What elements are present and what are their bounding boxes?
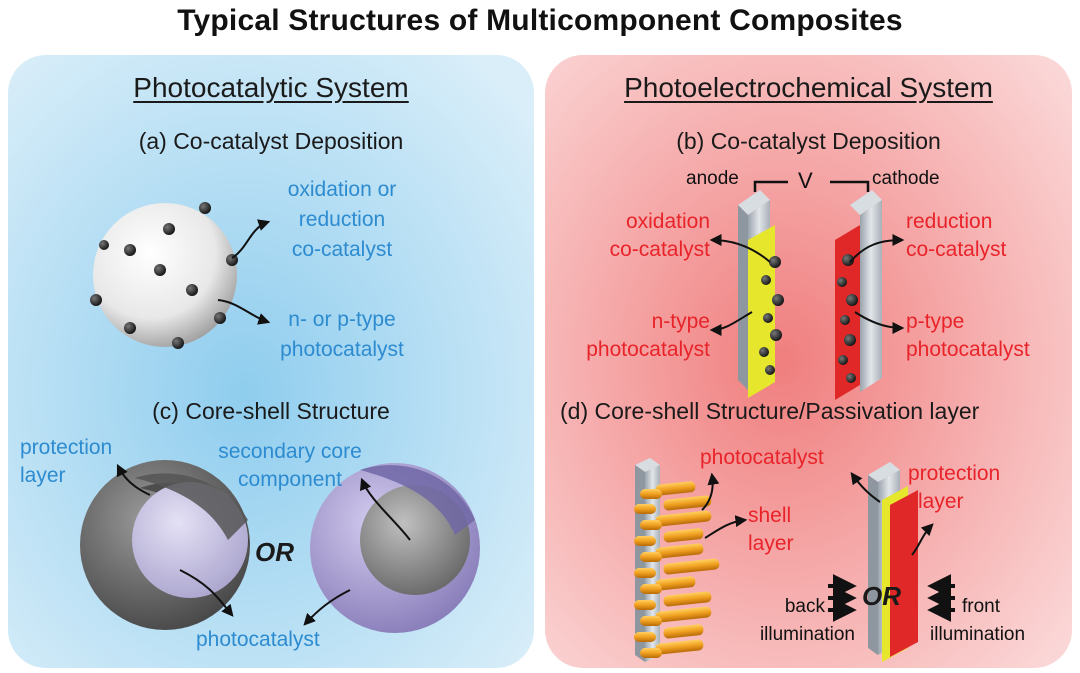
nanorod — [640, 648, 662, 658]
arrow-photocatalyst-d — [701, 472, 720, 511]
oxidation-label-2: co-catalyst — [609, 238, 710, 261]
shell-label-2: layer — [748, 532, 794, 555]
anode-label: anode — [686, 168, 739, 189]
photocatalytic-title: Photocatalytic System — [133, 72, 409, 103]
nanorod — [663, 495, 712, 511]
arrow-shell-layer — [704, 515, 748, 539]
panel-b-title: (b) Co-catalyst Deposition — [676, 128, 941, 154]
voltage-wire — [753, 180, 788, 192]
back-illumination-arrows — [828, 574, 857, 622]
panel-c-title: (c) Core-shell Structure — [152, 398, 390, 424]
voltage-wire-right — [830, 180, 870, 192]
panel-d-title: (d) Core-shell Structure/Passivation lay… — [560, 398, 980, 424]
or-label-d: OR — [862, 581, 901, 611]
protection-label-2: layer — [20, 464, 66, 487]
nanorod — [655, 481, 696, 496]
nanorod — [640, 616, 662, 626]
voltage-label: V — [798, 168, 813, 193]
arrow-to-protection — [116, 463, 151, 496]
front-label-2: illumination — [930, 624, 1026, 645]
nanorod — [663, 591, 712, 607]
front-illumination-arrows — [927, 574, 955, 622]
nanorod — [655, 510, 712, 527]
secondary-label-2: component — [238, 468, 342, 491]
photocatalyst-label-a1: n- or p-type — [288, 308, 396, 331]
arrow-p-type — [854, 311, 905, 334]
nanorod — [634, 536, 656, 546]
arrow-oxidation — [709, 234, 771, 263]
or-label-c: OR — [255, 537, 294, 567]
nanorod-electrode — [635, 458, 660, 662]
arrow-to-secondary — [360, 477, 411, 541]
nanorod — [640, 489, 662, 499]
passivated-electrode — [868, 462, 918, 662]
back-label-1: back — [784, 596, 825, 617]
arrow-to-photocatalyst-a — [217, 299, 271, 325]
front-label-1: front — [962, 596, 1001, 617]
cocatalyst-label-3: co-catalyst — [291, 238, 393, 261]
arrow-reduction — [849, 234, 905, 263]
reduction-label-2: co-catalyst — [906, 238, 1007, 261]
photoelectrochemical-title: Photoelectrochemical System — [624, 72, 993, 103]
nanorod — [663, 624, 704, 639]
secondary-label-1: secondary core — [218, 440, 362, 463]
nanorod — [634, 504, 656, 514]
arrow-to-cocatalyst — [231, 219, 271, 259]
photocatalyst-label-a2: photocatalyst — [280, 338, 404, 361]
protection-label-d1: protection — [908, 462, 1001, 485]
p-type-label-2: photocatalyst — [906, 338, 1030, 361]
photocatalyst-label-d: photocatalyst — [700, 446, 824, 469]
n-type-label-2: photocatalyst — [586, 338, 710, 361]
nanorod — [640, 520, 662, 530]
arrow-protection-d — [911, 523, 934, 556]
arrow-photocatalyst-left — [179, 569, 234, 617]
cocatalyst-label-1: oxidation or — [287, 178, 397, 201]
arrow-n-type — [709, 311, 753, 336]
nanorod — [655, 639, 704, 655]
cocatalyst-label-2: reduction — [298, 208, 386, 231]
nanorod-array — [634, 481, 720, 658]
reduction-label-1: reduction — [906, 210, 993, 233]
shell-label-1: shell — [748, 504, 792, 527]
nanorod — [640, 552, 662, 562]
arrow-photocatalyst-d2 — [850, 472, 881, 503]
protection-label-1: protection — [20, 436, 113, 459]
panel-a-title: (a) Co-catalyst Deposition — [138, 128, 404, 154]
back-label-2: illumination — [759, 624, 855, 645]
nanorod — [655, 543, 704, 559]
oxidation-label-1: oxidation — [625, 210, 710, 233]
photocatalyst-label-c: photocatalyst — [196, 628, 320, 651]
nanorod — [634, 632, 656, 642]
protection-label-d2: layer — [918, 490, 964, 513]
figure-title: Typical Structures of Multicomponent Com… — [177, 4, 903, 37]
nanorod — [634, 568, 656, 578]
n-type-label-1: n-type — [651, 310, 710, 333]
nanorod — [663, 528, 704, 543]
coreshell-sphere-purple — [310, 463, 480, 633]
nanorod — [634, 600, 656, 610]
nanorod — [663, 558, 720, 575]
p-type-label-1: p-type — [906, 310, 965, 333]
nanorod — [655, 576, 696, 591]
arrow-photocatalyst-right — [303, 589, 351, 626]
anode-electrode — [738, 190, 784, 398]
nanorod — [640, 584, 662, 594]
nanorod — [655, 606, 712, 623]
cathode-label: cathode — [872, 168, 940, 189]
